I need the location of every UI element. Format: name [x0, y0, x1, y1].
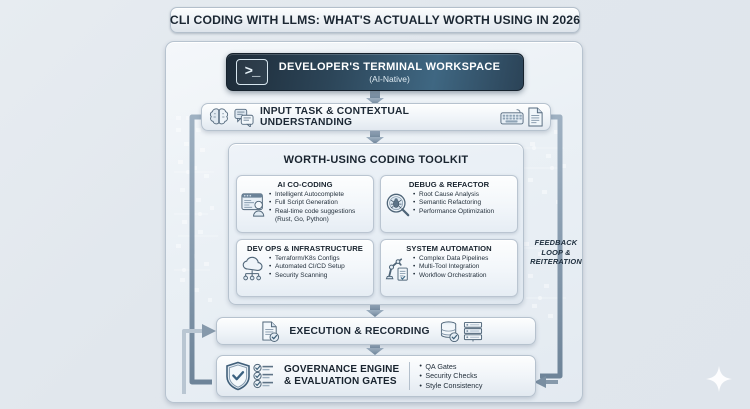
governance-item: QA Gates — [419, 361, 482, 372]
card-title: AI CO-CODING — [277, 180, 333, 189]
card-item-list: Terraform/K8s Configs Automated CI/CD Se… — [269, 255, 369, 281]
card-item: Automated CI/CD Setup — [269, 263, 369, 272]
document-icon — [528, 107, 543, 127]
card-item-list: Intelligent Autocomplete Full Script Gen… — [269, 191, 369, 225]
card-item: Root Cause Analysis — [413, 191, 513, 200]
feedback-loop-label: FEEDBACK LOOP & REITERATION — [528, 238, 582, 267]
card-item: Real-time code suggestions — [269, 207, 369, 216]
toolkit-card-system-automation[interactable]: SYSTEM AUTOMATION — [380, 239, 518, 297]
input-task-stage[interactable]: INPUT TASK & CONTEXTUAL UNDERSTANDING — [201, 103, 551, 131]
magnifier-bug-icon — [386, 193, 410, 217]
sparkle-icon — [706, 366, 732, 392]
arrow-feedback-left — [182, 110, 216, 394]
card-item: Multi-Tool Integration — [413, 263, 513, 272]
governance-item: Style Consistency — [419, 381, 482, 391]
page-title: CLI CODING WITH LLMS: WHAT'S ACTUALLY WO… — [170, 7, 580, 33]
checklist-icon — [253, 363, 273, 389]
keyboard-icon — [500, 109, 524, 125]
circuit-texture-left-icon — [174, 116, 218, 302]
feedback-label-line3: REITERATION — [530, 257, 582, 267]
terminal-title: DEVELOPER'S TERMINAL WORKSPACE — [278, 60, 501, 73]
code-window-user-icon — [241, 193, 265, 217]
card-item: Terraform/K8s Configs — [269, 255, 369, 264]
toolkit-title: WORTH-USING CODING TOOLKIT — [283, 154, 469, 166]
card-item-list: Complex Data Pipelines Multi-Tool Integr… — [413, 255, 513, 281]
governance-item-list: QA Gates Security Checks Style Consisten… — [419, 361, 482, 391]
execution-label: EXECUTION & RECORDING — [289, 325, 430, 337]
toolkit-card-debug-refactor[interactable]: DEBUG & REFACTOR — [380, 175, 518, 233]
terminal-workspace-header[interactable]: >_ DEVELOPER'S TERMINAL WORKSPACE (AI-Na… — [226, 53, 524, 91]
toolkit-card-devops-infrastructure[interactable]: DEV OPS & INFRASTRUCTURE — [236, 239, 374, 297]
card-item: (Rust, Go, Python) — [275, 216, 329, 224]
input-task-label: INPUT TASK & CONTEXTUAL UNDERSTANDING — [260, 106, 409, 128]
card-item: Performance Optimization — [413, 207, 513, 216]
arrow-execution-to-governance — [366, 345, 384, 355]
feedback-label-line1: FEEDBACK — [534, 238, 578, 247]
card-title: SYSTEM AUTOMATION — [406, 244, 492, 253]
card-item: Intelligent Autocomplete — [269, 191, 369, 200]
card-item-list: Root Cause Analysis Semantic Refactoring… — [413, 191, 513, 217]
toolkit-card-grid: AI CO-CODING Intelligent — [236, 175, 518, 297]
document-check-icon — [262, 321, 280, 342]
card-item: Semantic Refactoring — [413, 199, 513, 208]
terminal-subtitle: (AI-Native) — [369, 73, 410, 84]
feedback-label-line2: LOOP & — [541, 247, 571, 257]
page-title-text: CLI CODING WITH LLMS: WHAT'S ACTUALLY WO… — [169, 13, 581, 27]
execution-recording-stage[interactable]: EXECUTION & RECORDING — [216, 317, 536, 345]
coding-toolkit-group: WORTH-USING CODING TOOLKIT AI CO-CODING — [228, 143, 524, 305]
card-item: Workflow Orchestration — [413, 271, 513, 280]
circuit-texture-right-icon — [522, 120, 566, 318]
card-title: DEV OPS & INFRASTRUCTURE — [247, 244, 363, 253]
arrow-toolkit-to-execution — [366, 305, 384, 317]
governance-item: Security Checks — [419, 371, 482, 381]
card-item: Full Script Generation — [269, 199, 369, 208]
card-item: Security Scanning — [269, 271, 369, 280]
card-item: Complex Data Pipelines — [413, 255, 513, 264]
cloud-network-icon — [242, 256, 263, 281]
database-check-icon — [440, 320, 459, 342]
terminal-prompt-icon: >_ — [236, 59, 268, 85]
robot-arm-icon — [385, 258, 408, 281]
server-stack-icon — [463, 321, 482, 341]
governance-title-group: GOVERNANCE ENGINE & EVALUATION GATES — [284, 364, 399, 388]
chat-bubbles-icon — [234, 108, 254, 127]
governance-title-line1: GOVERNANCE ENGINE — [284, 364, 400, 375]
brain-icon — [209, 108, 229, 125]
governance-title-line2: & EVALUATION GATES — [284, 376, 397, 387]
governance-engine-stage[interactable]: GOVERNANCE ENGINE & EVALUATION GATES QA … — [216, 355, 536, 397]
shield-check-icon — [226, 361, 250, 391]
toolkit-card-ai-co-coding[interactable]: AI CO-CODING Intelligent — [236, 175, 374, 233]
diagram-panel: >_ DEVELOPER'S TERMINAL WORKSPACE (AI-Na… — [165, 41, 583, 403]
governance-divider — [409, 362, 411, 390]
terminal-text-group: DEVELOPER'S TERMINAL WORKSPACE (AI-Nativ… — [268, 61, 523, 84]
card-title: DEBUG & REFACTOR — [408, 180, 490, 189]
